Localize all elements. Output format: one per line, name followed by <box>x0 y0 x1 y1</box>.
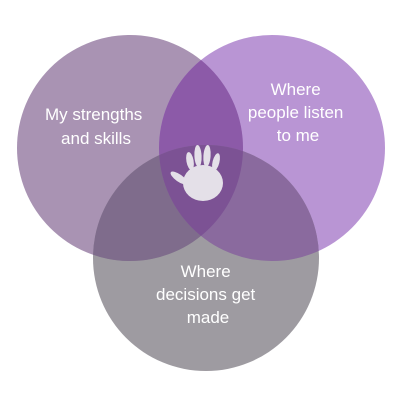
label-strengths: My strengths and skills <box>45 105 147 148</box>
handprint-icon <box>170 145 223 201</box>
label-decisions: Where decisions get made <box>156 262 260 327</box>
label-listen: Where people listen to me <box>248 80 348 145</box>
